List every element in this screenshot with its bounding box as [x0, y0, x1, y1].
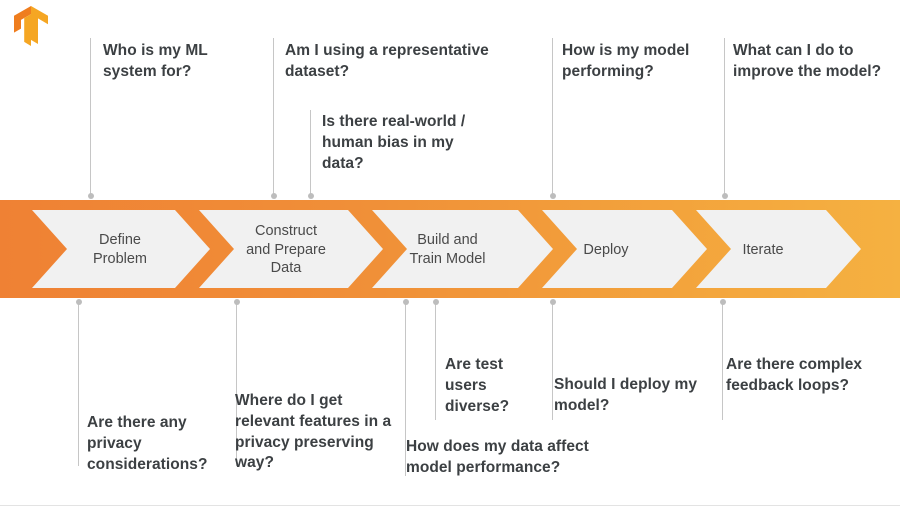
connector-line-data-affect-performance: [402, 299, 409, 476]
question-who-is-ml-system-for: Who is my ML system for?: [103, 42, 208, 80]
step-label-line: Train Model: [409, 250, 486, 267]
question-should-deploy: Should I deploy my model?: [554, 376, 697, 414]
connector-line-model-performing: [549, 38, 556, 199]
connector-dot: [307, 193, 314, 199]
connector-dot: [402, 299, 409, 305]
connector-line-should-deploy: [549, 299, 556, 420]
pipeline-step-label-deploy: Deploy: [546, 241, 666, 260]
pipeline-step-label-define-problem: Define Problem: [60, 231, 180, 268]
tensorflow-logo-icon: [14, 6, 48, 46]
question-test-users-diverse: Are test users diverse?: [445, 356, 510, 415]
step-label-line: Define: [99, 232, 141, 248]
connector-line-who-is-ml-system-for: [87, 38, 94, 199]
connector-line-privacy-considerations: [75, 299, 82, 466]
connector-line-real-world-bias: [307, 110, 314, 199]
connector-dot: [549, 299, 556, 305]
pipeline-step-label-iterate: Iterate: [703, 241, 823, 260]
question-improve-model: What can I do to improve the model?: [733, 42, 882, 80]
connector-dot: [432, 299, 439, 305]
question-data-affect-performance: How does my data affect model performanc…: [406, 438, 589, 476]
connector-dot: [549, 193, 556, 199]
ml-workflow-pipeline-bar: Define Problem Construct and Prepare Dat…: [0, 200, 900, 298]
step-label-line: Data: [270, 260, 302, 277]
question-model-performing: How is my model performing?: [562, 42, 690, 80]
pipeline-step-label-build-train-model: Build and Train Model: [385, 231, 510, 268]
pipeline-step-build-train-model: [372, 210, 553, 288]
connector-line-relevant-features: [233, 299, 240, 466]
connector-line-representative-dataset: [270, 38, 277, 199]
step-label-line: Deploy: [583, 242, 629, 258]
connector-line-improve-model: [721, 38, 728, 199]
connector-line-test-users-diverse: [432, 299, 439, 420]
pipeline-step-iterate: [696, 210, 861, 288]
connector-dot: [270, 193, 277, 199]
question-feedback-loops: Are there complex feedback loops?: [726, 356, 863, 394]
step-label-line: Build and: [417, 232, 478, 248]
step-label-line: Construct: [254, 223, 318, 239]
question-real-world-bias: Is there real-world / human bias in my d…: [322, 113, 466, 172]
connector-dot: [87, 193, 94, 199]
question-relevant-features: Where do I get relevant features in a pr…: [235, 392, 392, 472]
connector-dot: [75, 299, 82, 305]
question-privacy-considerations: Are there any privacy considerations?: [87, 414, 208, 473]
connector-dot: [233, 299, 240, 305]
question-representative-dataset: Am I using a representative dataset?: [285, 42, 489, 80]
connector-dot: [721, 193, 728, 199]
pipeline-step-define-problem: [32, 210, 210, 288]
step-label-line: Iterate: [742, 242, 784, 258]
pipeline-step-deploy: [542, 210, 707, 288]
step-label-line: and Prepare: [246, 241, 326, 258]
pipeline-step-label-construct-prepare-data: Construct and Prepare Data: [225, 222, 347, 278]
connector-dot: [719, 299, 726, 305]
step-label-line: Problem: [93, 250, 147, 267]
pipeline-step-construct-prepare-data: [199, 210, 383, 288]
connector-line-feedback-loops: [719, 299, 726, 420]
